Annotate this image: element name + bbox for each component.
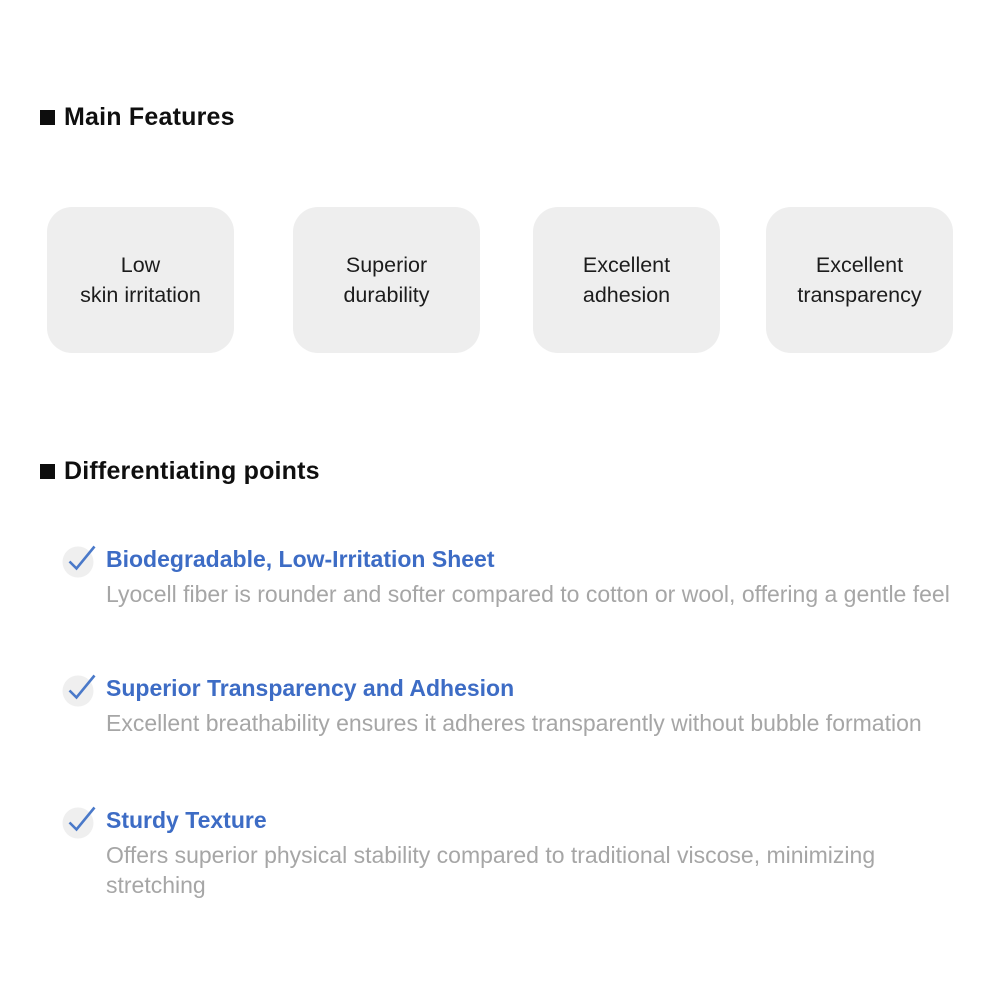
main-features-title: Main Features — [64, 103, 235, 131]
feature-card-low-skin-irritation: Low skin irritation — [47, 207, 234, 353]
check-icon — [62, 806, 96, 839]
point-title: Biodegradable, Low-Irritation Sheet — [106, 546, 495, 572]
square-bullet-icon — [40, 110, 55, 125]
square-bullet-icon — [40, 464, 55, 479]
point-item-transparency-adhesion: Superior Transparency and Adhesion Excel… — [62, 671, 922, 738]
feature-card-excellent-transparency: Excellent transparency — [766, 207, 953, 353]
point-item-sturdy-texture: Sturdy Texture Offers superior physical … — [62, 803, 956, 900]
main-features-heading: Main Features — [40, 103, 235, 132]
check-icon — [62, 674, 96, 707]
point-title: Superior Transparency and Adhesion — [106, 675, 515, 701]
point-description: Offers superior physical stability compa… — [106, 842, 876, 898]
check-icon — [62, 545, 96, 578]
feature-card-superior-durability: Superior durability — [293, 207, 480, 353]
feature-card-excellent-adhesion: Excellent adhesion — [533, 207, 720, 353]
point-title: Sturdy Texture — [106, 807, 267, 833]
point-description: Lyocell fiber is rounder and softer comp… — [106, 581, 950, 607]
differentiating-points-heading: Differentiating points — [40, 457, 320, 486]
point-item-biodegradable: Biodegradable, Low-Irritation Sheet Lyoc… — [62, 542, 950, 609]
point-description: Excellent breathability ensures it adher… — [106, 710, 922, 736]
differentiating-points-title: Differentiating points — [64, 457, 320, 485]
